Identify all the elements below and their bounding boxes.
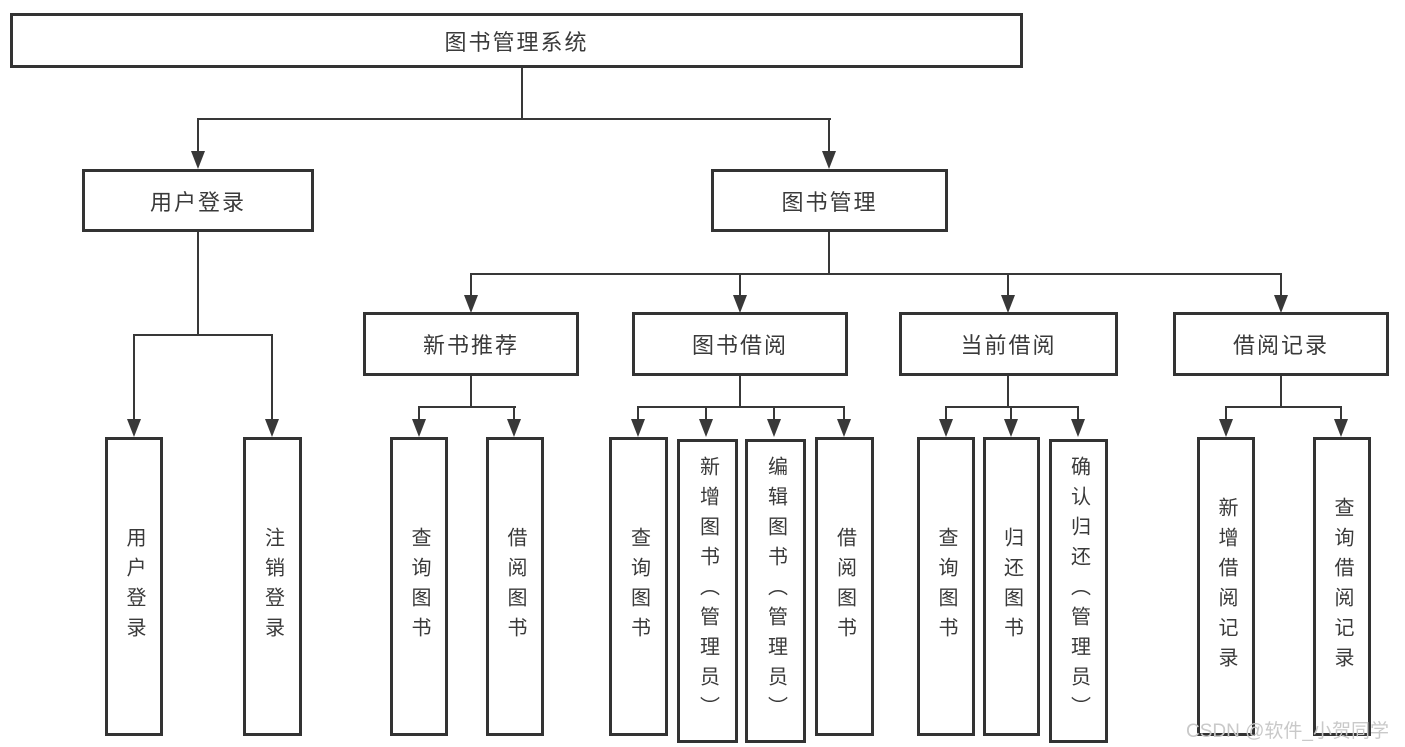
leaf-confirm-return-admin: 确认归还（管理员） (1049, 439, 1108, 743)
node-book-borrow-label: 图书借阅 (691, 333, 788, 358)
node-user-login-label: 用户登录 (149, 189, 246, 215)
leaf-borrow-books-recommend-label: 借阅图书 (504, 526, 526, 647)
arrow-down-icon (837, 419, 851, 437)
connector-line (418, 406, 516, 408)
leaf-query-books-current: 查询图书 (917, 437, 975, 736)
node-root-label: 图书管理系统 (444, 29, 589, 55)
leaf-borrow-books-recommend: 借阅图书 (486, 437, 544, 736)
leaf-add-books-admin-label: 新增图书（管理员） (696, 456, 719, 726)
node-new-book-recommend-label: 新书推荐 (422, 333, 519, 358)
connector-line (1007, 273, 1009, 298)
arrow-down-icon (412, 419, 426, 437)
connector-line (470, 273, 1282, 275)
node-borrow-records-label: 借阅记录 (1232, 333, 1329, 358)
node-current-borrow: 当前借阅 (899, 312, 1118, 376)
leaf-user-login: 用户登录 (105, 437, 163, 736)
connector-line (1077, 406, 1079, 422)
leaf-confirm-return-admin-label: 确认归还（管理员） (1067, 456, 1090, 726)
leaf-user-login-label: 用户登录 (123, 526, 145, 647)
connector-line (521, 68, 523, 119)
arrow-down-icon (127, 419, 141, 437)
arrow-down-icon (767, 419, 781, 437)
arrow-down-icon (507, 419, 521, 437)
leaf-return-books: 归还图书 (983, 437, 1040, 736)
connector-line (197, 232, 199, 336)
node-current-borrow-label: 当前借阅 (960, 333, 1057, 358)
leaf-logout-label: 注销登录 (261, 526, 284, 647)
connector-line (828, 232, 830, 275)
arrow-down-icon (1334, 419, 1348, 437)
connector-line (271, 334, 273, 422)
arrow-down-icon (464, 295, 478, 313)
leaf-query-borrow-record-label: 查询借阅记录 (1331, 496, 1353, 677)
connector-line (1225, 406, 1227, 422)
connector-line (418, 406, 420, 422)
connector-line (470, 273, 472, 298)
csdn-watermark: CSDN @软件_小贺同学 (1186, 721, 1389, 742)
arrow-down-icon (265, 419, 279, 437)
arrow-down-icon (1219, 419, 1233, 437)
connector-line (133, 334, 273, 336)
arrow-down-icon (1274, 295, 1288, 313)
node-book-management: 图书管理 (711, 169, 948, 232)
connector-line (828, 118, 830, 154)
leaf-borrow-books-label: 借阅图书 (833, 526, 856, 647)
connector-line (470, 376, 472, 407)
leaf-query-books-recommend-label: 查询图书 (408, 526, 430, 647)
node-new-book-recommend: 新书推荐 (363, 312, 579, 376)
node-book-borrow: 图书借阅 (632, 312, 848, 376)
node-root-library-system: 图书管理系统 (10, 13, 1023, 68)
connector-line (843, 406, 845, 422)
leaf-add-borrow-record-label: 新增借阅记录 (1215, 496, 1237, 677)
leaf-return-books-label: 归还图书 (1000, 526, 1023, 647)
connector-line (133, 334, 135, 422)
connector-line (637, 406, 639, 422)
connector-line (1007, 376, 1009, 407)
connector-line (945, 406, 947, 422)
connector-line (197, 118, 831, 120)
connector-line (513, 406, 515, 422)
leaf-add-borrow-record: 新增借阅记录 (1197, 437, 1255, 736)
connector-line (1280, 376, 1282, 407)
arrow-down-icon (631, 419, 645, 437)
leaf-logout: 注销登录 (243, 437, 302, 736)
connector-line (773, 406, 775, 422)
leaf-add-books-admin: 新增图书（管理员） (677, 439, 738, 743)
arrow-down-icon (733, 295, 747, 313)
leaf-query-borrow-record: 查询借阅记录 (1313, 437, 1371, 736)
leaf-query-books-current-label: 查询图书 (935, 526, 957, 647)
leaf-query-books-borrow: 查询图书 (609, 437, 668, 736)
node-borrow-records: 借阅记录 (1173, 312, 1389, 376)
leaf-edit-books-admin: 编辑图书（管理员） (745, 439, 806, 743)
connector-line (637, 406, 845, 408)
arrow-down-icon (822, 151, 836, 169)
connector-line (1340, 406, 1342, 422)
leaf-query-books-borrow-label: 查询图书 (627, 526, 650, 647)
connector-line (705, 406, 707, 422)
connector-line (197, 118, 199, 154)
arrow-down-icon (1004, 419, 1018, 437)
arrow-down-icon (1001, 295, 1015, 313)
connector-line (1280, 273, 1282, 298)
node-book-management-label: 图书管理 (781, 189, 878, 215)
arrow-down-icon (191, 151, 205, 169)
node-user-login: 用户登录 (82, 169, 314, 232)
connector-line (739, 376, 741, 407)
connector-line (1225, 406, 1342, 408)
connector-line (1010, 406, 1012, 422)
leaf-query-books-recommend: 查询图书 (390, 437, 448, 736)
arrow-down-icon (939, 419, 953, 437)
arrow-down-icon (699, 419, 713, 437)
leaf-edit-books-admin-label: 编辑图书（管理员） (764, 456, 787, 726)
connector-line (739, 273, 741, 298)
leaf-borrow-books: 借阅图书 (815, 437, 874, 736)
connector-line (945, 406, 1079, 408)
arrow-down-icon (1071, 419, 1085, 437)
